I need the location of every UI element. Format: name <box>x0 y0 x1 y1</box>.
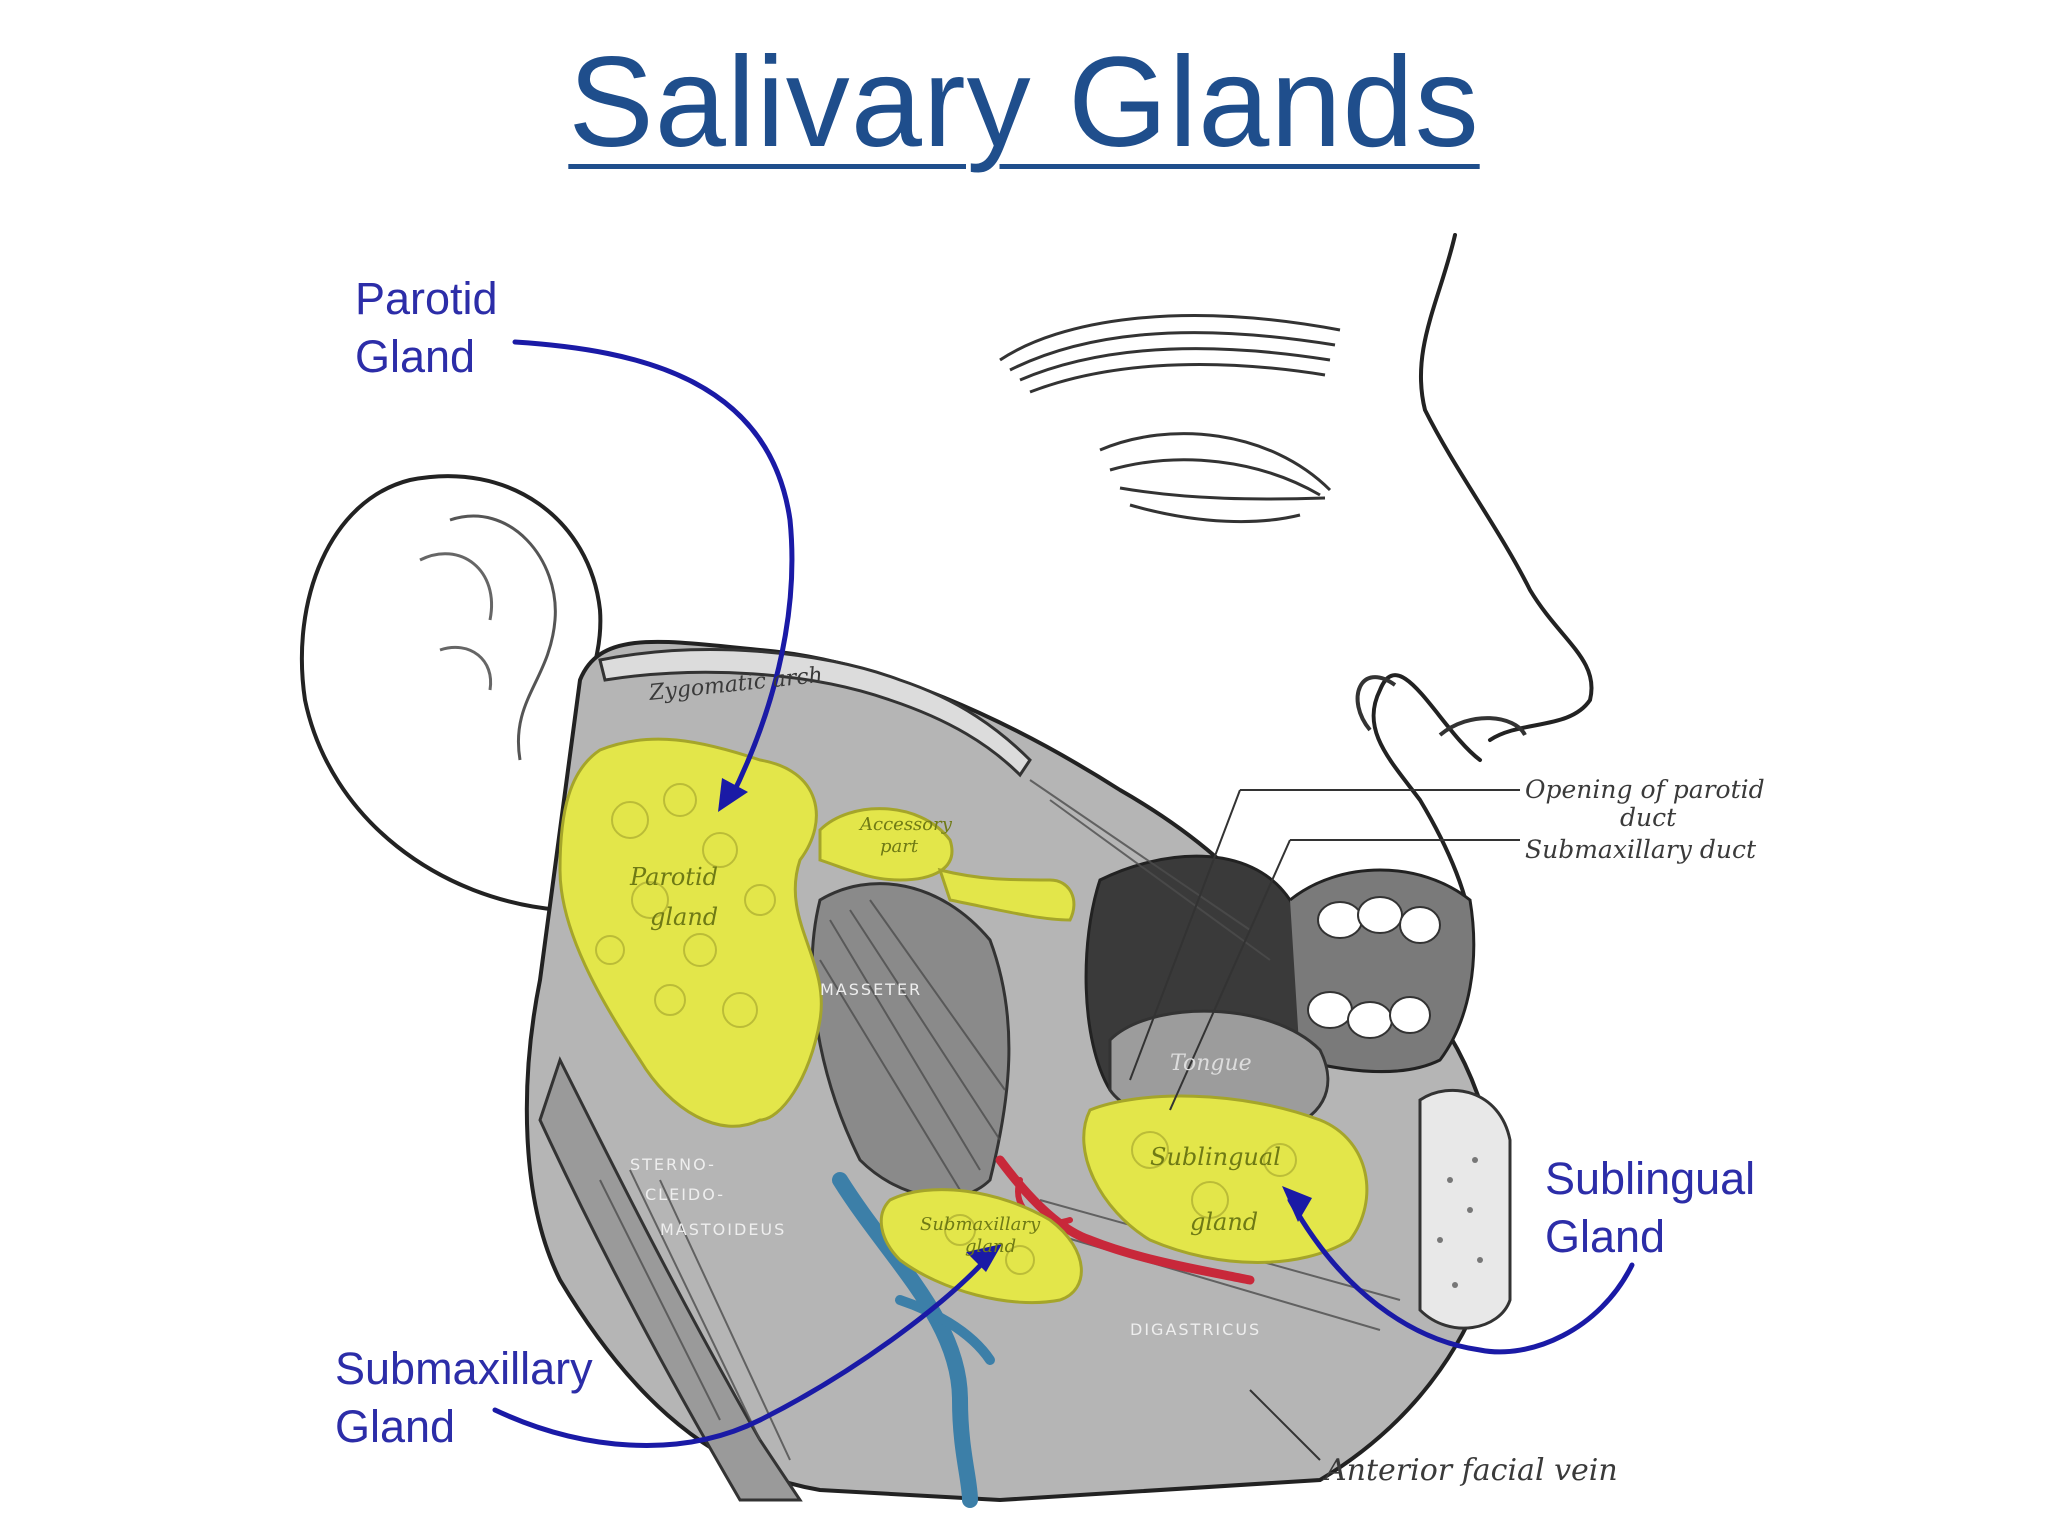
parotid-leader-line <box>512 339 795 803</box>
label-submaxillary-gland-line1: Submaxillary <box>920 1214 1041 1235</box>
parotid-arrowhead <box>718 778 748 812</box>
label-opening-parotid-duct: Opening of parotid <box>1525 775 1765 804</box>
label-anterior-facial-vein: Anterior facial vein <box>1322 1453 1618 1488</box>
submaxillary-gland-shape <box>879 1188 1083 1305</box>
callout-parotid-line2: Gland <box>355 331 476 382</box>
label-digastricus: DIGASTRICUS <box>1130 1320 1261 1339</box>
label-submaxillary-gland-line2: gland <box>965 1236 1016 1257</box>
eyebrow <box>999 314 1341 394</box>
label-masseter: MASSETER <box>820 980 922 999</box>
label-sterno: STERNO- <box>630 1155 716 1174</box>
label-tongue: Tongue <box>1170 1051 1252 1076</box>
sublingual-gland-shape <box>1082 1094 1369 1264</box>
parotid-gland-shape <box>558 737 1076 1128</box>
callout-submaxillary-gland: Submaxillary Gland <box>335 1340 593 1456</box>
label-submaxillary-duct: Submaxillary duct <box>1525 835 1757 864</box>
label-cleido: CLEIDO- <box>645 1185 725 1204</box>
submaxillary-arrowhead <box>966 1244 1002 1272</box>
label-opening-parotid-duct-line2: duct <box>1620 803 1677 832</box>
label-parotid-gland-line1: Parotid <box>629 863 718 891</box>
label-parotid-gland-line2: gland <box>650 903 718 931</box>
sublingual-leader-line <box>1287 1197 1635 1355</box>
callout-leaders <box>492 339 1635 1448</box>
teeth <box>1307 896 1441 1039</box>
callout-sublingual-line2: Gland <box>1545 1211 1666 1262</box>
gland-texture <box>595 783 1297 1275</box>
callout-submaxillary-line1: Submaxillary <box>335 1343 593 1394</box>
label-sublingual-gland-line1: Sublingual <box>1150 1143 1281 1171</box>
nostril <box>1355 675 1527 737</box>
callout-sublingual-gland: Sublingual Gland <box>1545 1150 1755 1266</box>
callout-parotid-gland: Parotid Gland <box>355 270 498 386</box>
callout-arrowheads <box>718 778 1312 1272</box>
label-accessory-line1: Accessory <box>858 814 953 835</box>
ear <box>300 474 603 913</box>
face-outline <box>1371 233 1594 932</box>
submaxillary-leader-line <box>492 1252 993 1448</box>
callout-submaxillary-line2: Gland <box>335 1401 456 1452</box>
callout-sublingual-line1: Sublingual <box>1545 1153 1756 1204</box>
anterior-facial-vein <box>832 1172 995 1508</box>
label-mastoideus: MASTOIDEUS <box>660 1220 786 1239</box>
label-sublingual-gland-line2: gland <box>1190 1208 1258 1236</box>
sublingual-arrowhead <box>1282 1186 1312 1222</box>
closed-eye <box>1099 432 1332 524</box>
label-accessory-line2: part <box>880 836 919 857</box>
anatomical-pointer-lines <box>1129 789 1520 1461</box>
callout-parotid-line1: Parotid <box>355 273 498 324</box>
slide-title: Salivary Glands <box>568 31 1480 174</box>
